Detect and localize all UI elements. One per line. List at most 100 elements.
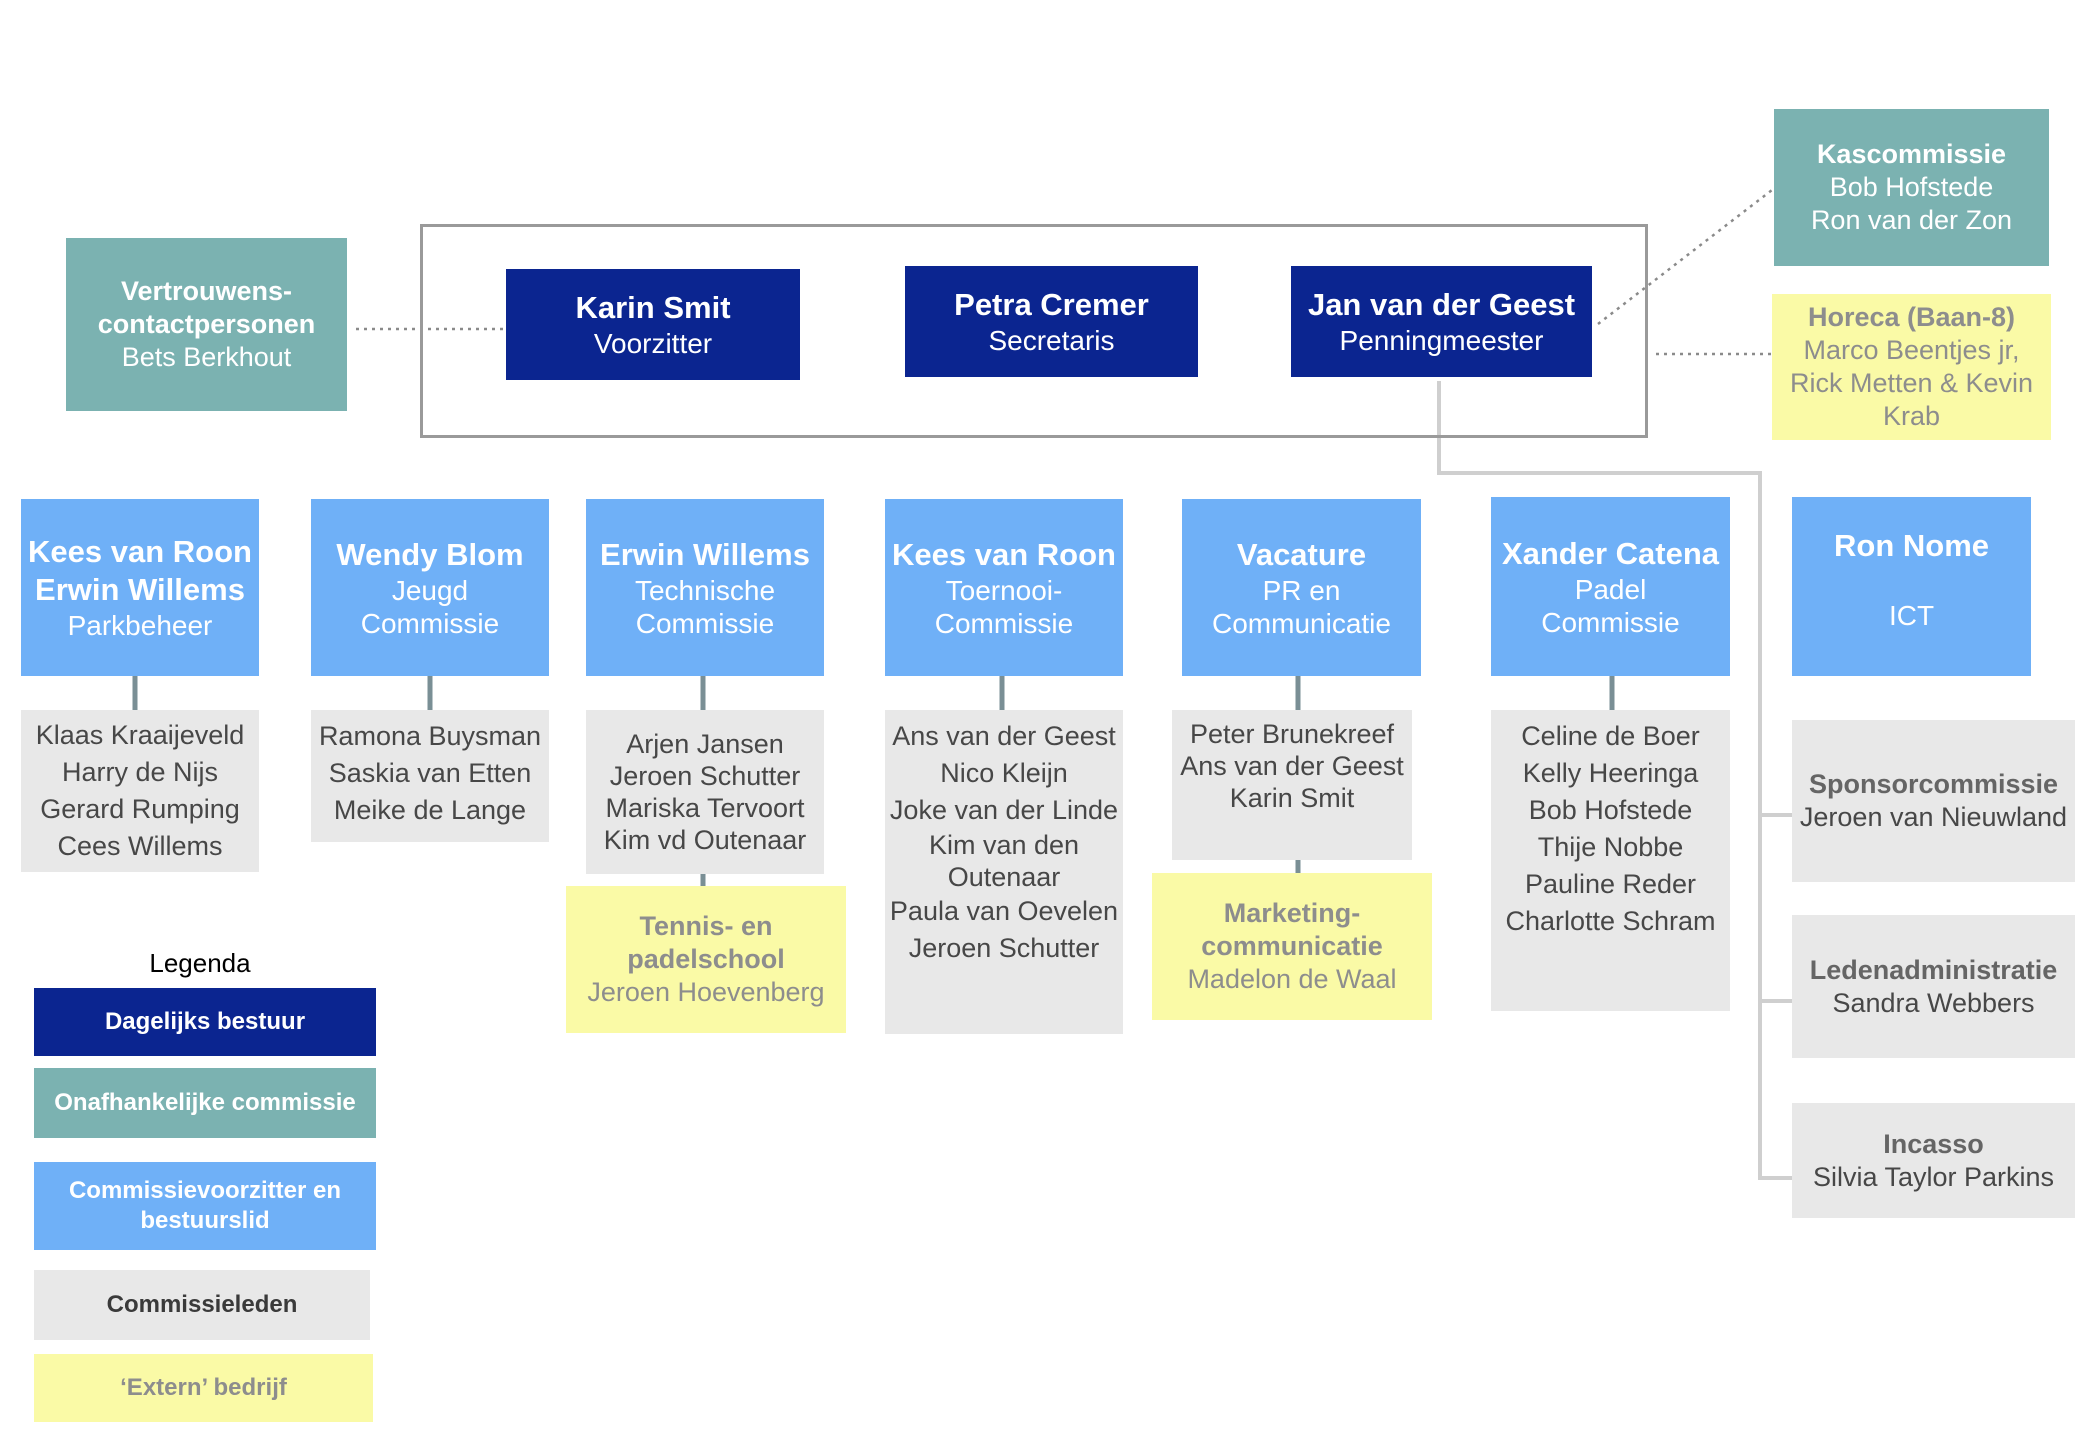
horeca-line: Rick Metten & Kevin [1789,368,2034,398]
member-name: Thije Nobbe [1537,832,1684,862]
board-role: Penningmeester [1339,325,1544,356]
penningmeester-branch [1437,381,1792,1180]
committee-jeugd: Wendy Blom Jeugd Commissie [311,499,549,676]
committee-chair: Erwin Willems [35,572,245,607]
sponsorcommissie-box: Sponsorcommissie Jeroen van Nieuwland [1792,720,2075,882]
member-name: Meike de Lange [333,795,527,825]
member-name: Paula van Oevelen [889,896,1119,926]
member-name: Cees Willems [57,831,223,861]
members-padel: Celine de Boer Kelly Heeringa Bob Hofste… [1491,710,1730,1011]
legend-extern-bedrijf: ‘Extern’ bedrijf [34,1354,373,1422]
legend-label: Dagelijks bestuur [104,1008,306,1035]
committee-name: Communicatie [1212,607,1391,639]
committee-name: Commissie [934,607,1074,639]
legend-label: Commissievoorzitter en bestuurslid [68,1177,342,1234]
member-name: Jeroen Schutter [908,933,1100,963]
board-penningmeester: Jan van der Geest Penningmeester [1291,266,1592,377]
legend-onafhankelijke-commissie: Onafhankelijke commissie [34,1068,376,1138]
side-committee-title: Ledenadministratie [1809,954,2058,985]
committee-chair: Kees van Roon [28,534,252,569]
committee-name: Jeugd [391,574,469,606]
vertrouwens-title: Vertrouwens- [120,276,293,306]
committee-name: ICT [1888,600,1935,631]
members-toernooi: Ans van der Geest Nico Kleijn Joke van d… [885,710,1123,1034]
committee-chair: Xander Catena [1501,535,1720,571]
committee-ict: Ron Nome ICT [1792,497,2031,676]
members-parkbeheer: Klaas Kraaijeveld Harry de Nijs Gerard R… [21,710,259,872]
committee-name: Toernooi- [945,574,1063,606]
committee-name: Commissie [635,607,775,639]
members-technische: Arjen Jansen Jeroen Schutter Mariska Ter… [586,710,824,874]
member-name: Kim van den [928,830,1080,860]
committee-chair: Wendy Blom [336,536,524,572]
member-name: Harry de Nijs [61,757,219,787]
committee-name: PR en [1262,574,1341,606]
members-pr: Peter Brunekreef Ans van der Geest Karin… [1172,710,1412,860]
committee-toernooi: Kees van Roon Toernooi- Commissie [885,499,1123,676]
kascommissie-box: Kascommissie Bob Hofstede Ron van der Zo… [1774,109,2049,266]
horeca-box: Horeca (Baan-8) Marco Beentjes jr, Rick … [1772,294,2051,440]
legend-commissieleden: Commissieleden [34,1270,370,1340]
committee-name: Parkbeheer [67,610,213,641]
tennis-padelschool-box: Tennis- en padelschool Jeroen Hoevenberg [566,886,846,1033]
member-name: Mariska Tervoort [605,793,805,823]
legend-label: Commissieleden [106,1291,298,1318]
board-voorzitter: Karin Smit Voorzitter [506,269,800,380]
vertrouwenscontactpersonen-box: Vertrouwens- contactpersonen Bets Berkho… [66,238,347,411]
member-name: Nico Kleijn [940,758,1068,788]
legend-title: Legenda [149,948,251,978]
legend-commissievoorzitter: Commissievoorzitter en bestuurslid [34,1162,376,1250]
side-committee-title: Sponsorcommissie [1808,769,2059,799]
member-name: Jeroen Schutter [609,761,801,791]
marketing-communicatie-box: Marketing- communicatie Madelon de Waal [1152,873,1432,1020]
side-committee-name: Jeroen van Nieuwland [1799,802,2068,832]
board-secretaris: Petra Cremer Secretaris [905,266,1198,377]
kascommissie-title: Kascommissie [1816,139,2007,169]
member-name: Ans van der Geest [1180,751,1404,781]
tennisschool-title: padelschool [627,944,785,974]
board-name: Karin Smit [575,290,731,325]
member-name: Bob Hofstede [1528,795,1693,825]
member-name: Klaas Kraaijeveld [35,720,245,750]
horeca-line: Krab [1882,401,1941,431]
legend-dagelijks-bestuur: Dagelijks bestuur [34,988,376,1056]
members-jeugd: Ramona Buysman Saskia van Etten Meike de… [311,710,549,842]
committee-chair: Vacature [1236,536,1367,572]
incasso-box: Incasso Silvia Taylor Parkins [1792,1103,2075,1218]
vertrouwens-name: Bets Berkhout [121,342,292,372]
committee-pr: Vacature PR en Communicatie [1182,499,1421,676]
member-name: Ramona Buysman [318,721,542,751]
member-name: Kim vd Outenaar [603,825,807,855]
legend-label: ‘Extern’ bedrijf [120,1374,287,1401]
member-name: Gerard Rumping [40,794,240,824]
marketing-name: Madelon de Waal [1187,964,1397,994]
member-name: Ans van der Geest [892,721,1116,751]
member-name: Pauline Reder [1524,869,1697,899]
committee-chair: Kees van Roon [892,536,1116,572]
committee-technische: Erwin Willems Technische Commissie [586,499,824,676]
committee-chair: Erwin Willems [600,536,810,572]
member-name: Joke van der Linde [889,795,1119,825]
committee-padel: Xander Catena Padel Commissie [1491,497,1730,676]
member-name: Saskia van Etten [328,758,532,788]
committee-name: Commissie [1541,606,1680,638]
vertrouwens-title: contactpersonen [97,309,316,339]
committee-name: Padel [1574,573,1647,605]
side-committee-title: Incasso [1883,1128,1984,1159]
horeca-line: Marco Beentjes jr, [1803,335,2020,365]
member-name: Celine de Boer [1521,721,1700,751]
member-name: Charlotte Schram [1505,906,1716,936]
ledenadministratie-box: Ledenadministratie Sandra Webbers [1792,915,2075,1058]
member-name: Karin Smit [1229,783,1355,813]
board-name: Jan van der Geest [1307,287,1576,322]
tennisschool-name: Jeroen Hoevenberg [587,977,825,1007]
marketing-title: communicatie [1201,931,1383,961]
board-role: Secretaris [988,325,1115,356]
committee-parkbeheer: Kees van Roon Erwin Willems Parkbeheer [21,499,259,676]
committee-name: Commissie [360,607,500,639]
board-role: Voorzitter [593,328,713,359]
tennisschool-title: Tennis- en [639,911,773,941]
board-name: Petra Cremer [954,287,1149,322]
member-name: Peter Brunekreef [1189,719,1395,749]
